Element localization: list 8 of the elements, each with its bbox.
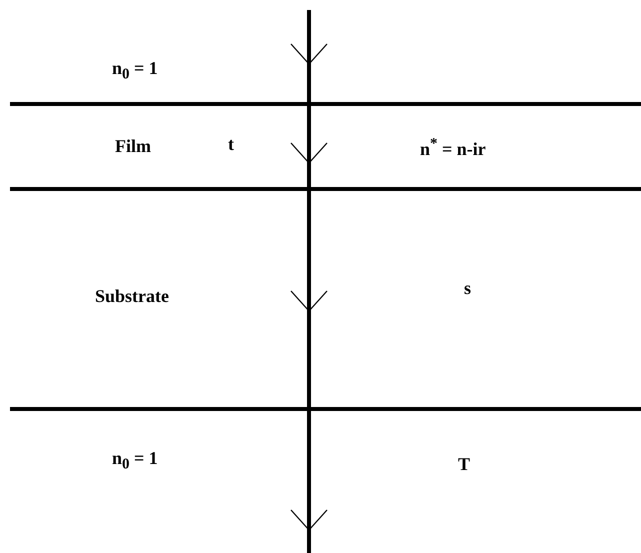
thickness-label: t xyxy=(228,134,234,154)
layer-label: Substrate xyxy=(95,286,170,306)
refractive-index-label: n$^{*}$ = n-ir xyxy=(420,135,486,159)
refractive-index-label: n$_{0}$ = 1 xyxy=(112,58,158,85)
layer-label: Film xyxy=(115,136,151,156)
transmission-label: T xyxy=(458,454,470,474)
transmission-label: s xyxy=(464,278,472,298)
refractive-index-label: n$_{0}$ = 1 xyxy=(112,448,158,475)
